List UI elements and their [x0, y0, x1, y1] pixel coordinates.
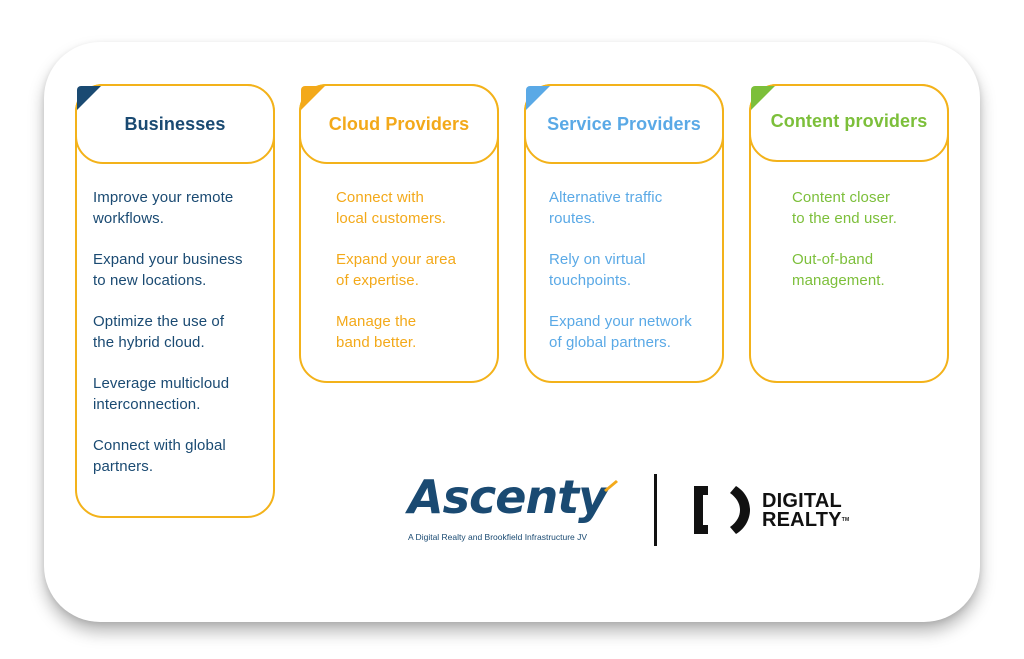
corner-marker-icon: [301, 86, 325, 110]
ascenty-accent-icon: [604, 480, 618, 492]
corner-marker-icon: [751, 86, 775, 110]
card-header: Service Providers: [524, 84, 724, 164]
card-cloud-providers: Cloud Providers Connect with local custo…: [299, 84, 499, 383]
corner-marker-icon: [77, 86, 101, 110]
card-businesses: Businesses Improve your remote workflows…: [75, 84, 275, 518]
card-content-providers: Content providers Content closer to the …: [749, 84, 949, 383]
card-header: Cloud Providers: [299, 84, 499, 164]
digital-realty-line1: DIGITAL: [762, 490, 842, 512]
corner-marker-icon: [526, 86, 550, 110]
list-item: Leverage multicloud interconnection.: [93, 375, 230, 413]
digital-realty-logo-text: DIGITAL REALTYTM: [762, 490, 850, 531]
digital-realty-bracket-icon: [694, 486, 750, 534]
card-service-providers: Service Providers Alternative traffic ro…: [524, 84, 724, 383]
list-item: Expand your business to new locations.: [93, 251, 243, 289]
list-item: Out-of-band management.: [792, 251, 885, 289]
list-item: Content closer to the end user.: [792, 189, 898, 227]
list-item: Improve your remote workflows.: [93, 189, 234, 227]
logo-area: Ascenty A Digital Realty and Brookfield …: [406, 470, 856, 550]
list-item: Expand your area of expertise.: [336, 251, 457, 289]
list-item: Expand your network of global partners.: [549, 313, 692, 351]
card-header: Businesses: [75, 84, 275, 164]
trademark-mark: TM: [841, 517, 850, 523]
list-item: Optimize the use of the hybrid cloud.: [93, 313, 225, 351]
list-item: Connect with local customers.: [336, 189, 446, 227]
card-title: Businesses: [124, 113, 226, 134]
card-header: Content providers: [749, 84, 949, 162]
list-item: Rely on virtual touchpoints.: [549, 251, 646, 289]
list-item: Manage the band better.: [336, 313, 417, 351]
digital-realty-line2: REALTY: [762, 509, 842, 531]
card-title: Content providers: [770, 111, 928, 131]
list-item: Connect with global partners.: [93, 437, 226, 475]
ascenty-logo-text: Ascenty: [408, 470, 608, 524]
ascenty-tagline: A Digital Realty and Brookfield Infrastr…: [408, 532, 588, 542]
card-title: Cloud Providers: [328, 113, 470, 134]
card-title: Service Providers: [547, 113, 701, 134]
logo-divider: [654, 474, 657, 546]
list-item: Alternative traffic routes.: [549, 189, 663, 227]
